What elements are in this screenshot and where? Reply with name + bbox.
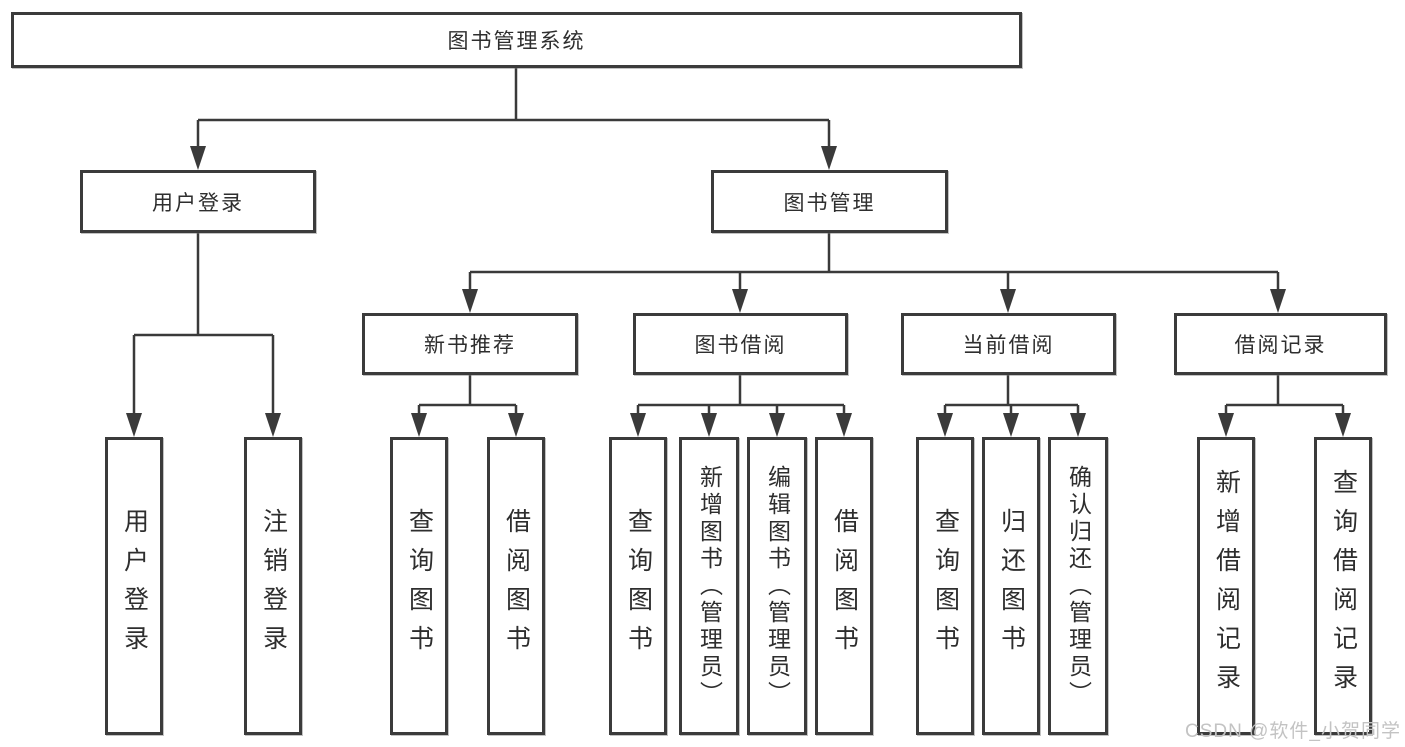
leaf-query-books: 查询图书 [390, 437, 448, 735]
leaf-add-books-admin: 新增图书（管理员） [679, 437, 739, 735]
leaf-query-borrow-record: 查询借阅记录 [1314, 437, 1372, 735]
leaf-logout: 注销登录 [244, 437, 302, 735]
leaf-add-borrow-record: 新增借阅记录 [1197, 437, 1255, 735]
leaf-user-login: 用户登录 [105, 437, 163, 735]
node-new-book-recommendation: 新书推荐 [362, 313, 578, 375]
node-borrowing-records: 借阅记录 [1174, 313, 1387, 375]
node-book-management: 图书管理 [711, 170, 948, 233]
node-book-borrowing: 图书借阅 [633, 313, 848, 375]
leaf-query-books: 查询图书 [916, 437, 974, 735]
leaf-edit-books-admin: 编辑图书（管理员） [747, 437, 807, 735]
leaf-confirm-return-admin: 确认归还（管理员） [1048, 437, 1108, 735]
node-user-login: 用户登录 [80, 170, 316, 233]
leaf-return-books: 归还图书 [982, 437, 1040, 735]
leaf-borrow-books: 借阅图书 [487, 437, 545, 735]
leaf-borrow-books: 借阅图书 [815, 437, 873, 735]
leaf-query-books: 查询图书 [609, 437, 667, 735]
node-library-system: 图书管理系统 [11, 12, 1022, 68]
csdn-watermark: CSDN @软件_小贺同学 [1185, 721, 1401, 742]
node-current-borrowing: 当前借阅 [901, 313, 1116, 375]
